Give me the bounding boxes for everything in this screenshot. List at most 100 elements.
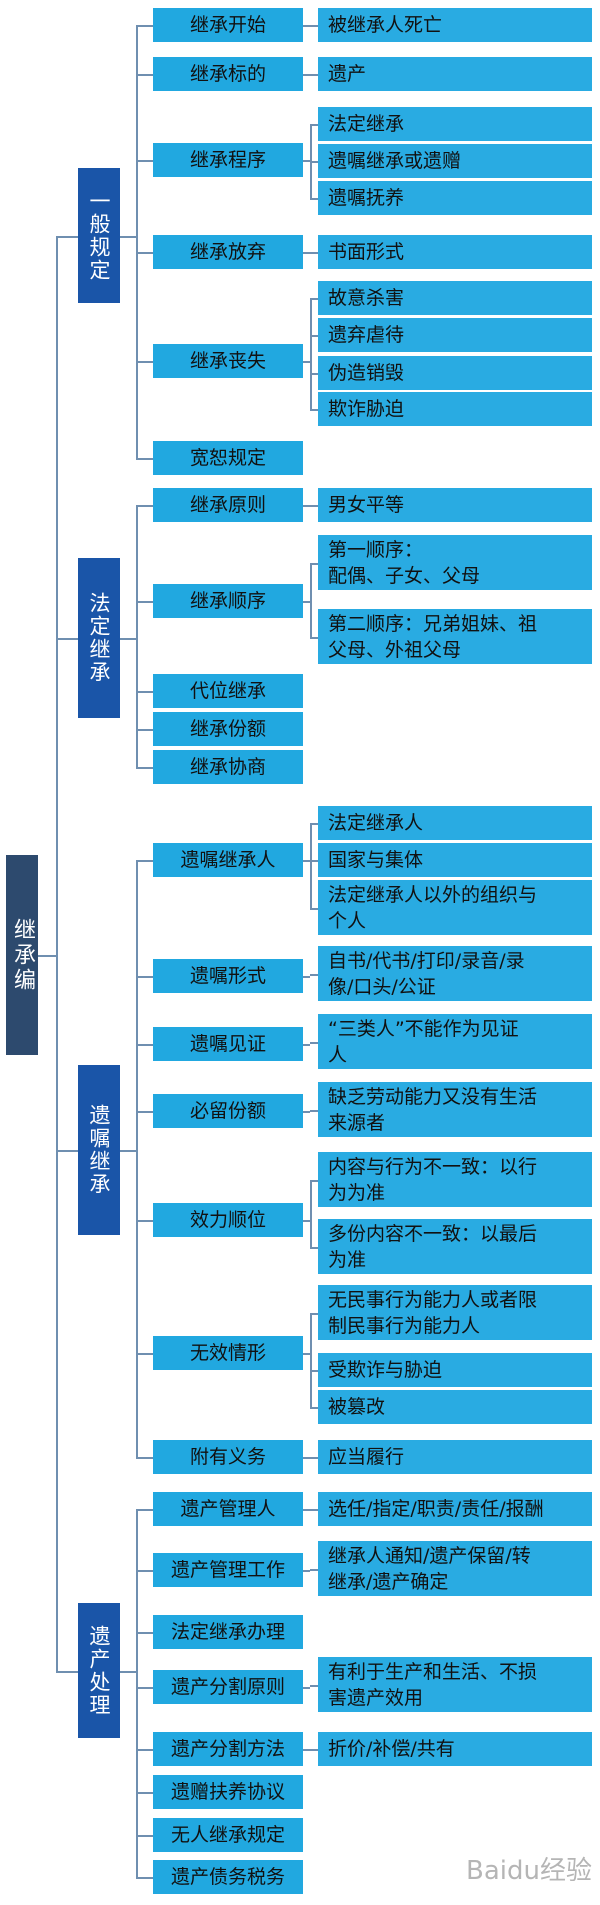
topic-node: 遗嘱继承人 <box>153 843 303 877</box>
root-node: 继承编 <box>6 855 38 1055</box>
leaf-branch <box>310 1568 318 1571</box>
leaf-node: 遗弃虐待 <box>318 318 592 352</box>
category-node-label: 遗产处理 <box>87 1624 111 1717</box>
leaf-spine <box>310 1312 312 1407</box>
leaf-node: 国家与集体 <box>318 843 592 877</box>
leaf-branch <box>310 198 318 200</box>
topic-spine <box>136 25 138 458</box>
leaf-connector <box>303 976 310 978</box>
leaf-branch <box>310 1509 318 1511</box>
leaf-node: 被篡改 <box>318 1390 592 1424</box>
watermark-logo: Baidu经验 <box>466 1856 592 1886</box>
topic-branch <box>136 1632 153 1634</box>
leaf-node: 内容与行为不一致：以行 为为准 <box>318 1152 592 1207</box>
category-connector <box>56 1150 78 1152</box>
leaf-connector <box>303 1749 310 1751</box>
leaf-node: 法定继承 <box>318 107 592 141</box>
topic-node: 继承放弃 <box>153 235 303 269</box>
leaf-node: 伪造销毁 <box>318 356 592 390</box>
leaf-connector <box>303 1353 310 1355</box>
leaf-node: 多份内容不一致：以最后 为准 <box>318 1219 592 1274</box>
leaf-node: 受欺诈与胁迫 <box>318 1353 592 1387</box>
leaf-node: 第一顺序： 配偶、子女、父母 <box>318 535 592 590</box>
leaf-node: 欺诈胁迫 <box>318 392 592 426</box>
topic-branch <box>136 25 153 27</box>
topic-node: 遗嘱见证 <box>153 1027 303 1061</box>
topic-node: 遗赠扶养协议 <box>153 1775 303 1809</box>
topic-branch <box>136 1687 153 1689</box>
root-label: 继承编 <box>10 917 35 993</box>
category-node: 遗产处理 <box>78 1603 120 1738</box>
leaf-branch <box>310 1246 318 1249</box>
leaf-branch <box>310 298 318 300</box>
topic-connector <box>120 1150 136 1152</box>
leaf-connector <box>303 1220 310 1222</box>
topic-branch <box>136 729 153 731</box>
leaf-spine <box>310 1179 312 1247</box>
category-connector <box>56 638 78 640</box>
leaf-node: 有利于生产和生活、不损 害遗产效用 <box>318 1657 592 1712</box>
leaf-connector <box>303 1687 310 1689</box>
topic-node: 必留份额 <box>153 1094 303 1128</box>
topic-node: 继承顺序 <box>153 584 303 618</box>
topic-connector <box>120 1670 136 1673</box>
topic-node: 代位继承 <box>153 674 303 708</box>
leaf-node: 男女平等 <box>318 488 592 522</box>
topic-branch <box>136 1220 153 1222</box>
topic-node: 继承份额 <box>153 712 303 746</box>
leaf-node: 法定继承人 <box>318 806 592 840</box>
leaf-branch <box>310 1109 318 1112</box>
topic-branch <box>136 1457 153 1459</box>
topic-branch <box>136 691 153 693</box>
topic-node: 宽恕规定 <box>153 441 303 475</box>
leaf-branch <box>310 1179 318 1182</box>
category-node: 一般规定 <box>78 168 120 303</box>
leaf-branch <box>310 860 318 862</box>
topic-node: 遗产管理工作 <box>153 1553 303 1587</box>
leaf-connector <box>303 74 310 76</box>
leaf-connector <box>303 505 310 507</box>
leaf-spine <box>310 298 312 409</box>
leaf-branch <box>310 1457 318 1459</box>
topic-node: 继承开始 <box>153 8 303 42</box>
leaf-node: 遗嘱继承或遗赠 <box>318 144 592 178</box>
category-node: 法定继承 <box>78 558 120 718</box>
topic-branch <box>136 1044 153 1046</box>
topic-spine <box>136 860 138 1457</box>
leaf-connector <box>303 860 310 862</box>
leaf-node: 选任/指定/职责/责任/报酬 <box>318 1492 592 1526</box>
topic-node: 继承协商 <box>153 750 303 784</box>
topic-node: 遗产债务税务 <box>153 1860 303 1894</box>
topic-branch <box>136 601 153 603</box>
leaf-connector <box>303 25 310 27</box>
leaf-connector <box>303 601 310 603</box>
leaf-spine <box>310 562 312 637</box>
leaf-node: 遗嘱抚养 <box>318 181 592 215</box>
category-node-label: 法定继承 <box>87 592 111 684</box>
leaf-branch <box>310 409 318 411</box>
topic-node: 遗产管理人 <box>153 1492 303 1526</box>
leaf-branch <box>310 1684 318 1687</box>
leaf-branch <box>310 124 318 126</box>
leaf-branch <box>310 335 318 337</box>
leaf-node: 遗产 <box>318 57 592 91</box>
category-node-label: 一般规定 <box>87 189 111 282</box>
topic-node: 效力顺位 <box>153 1203 303 1237</box>
leaf-spine <box>310 823 312 908</box>
leaf-connector <box>303 361 310 363</box>
topic-branch <box>136 1570 153 1572</box>
category-spine <box>56 235 58 1671</box>
topic-connector <box>120 638 136 640</box>
leaf-connector <box>303 1457 310 1459</box>
leaf-connector <box>303 1570 310 1572</box>
topic-spine <box>136 505 138 767</box>
topic-branch <box>136 1792 153 1794</box>
leaf-branch <box>310 25 318 27</box>
leaf-branch <box>310 1312 318 1315</box>
leaf-node: 应当履行 <box>318 1440 592 1474</box>
leaf-branch <box>310 636 318 639</box>
topic-node: 附有义务 <box>153 1440 303 1474</box>
leaf-connector <box>303 160 310 162</box>
topic-spine <box>136 1509 138 1877</box>
